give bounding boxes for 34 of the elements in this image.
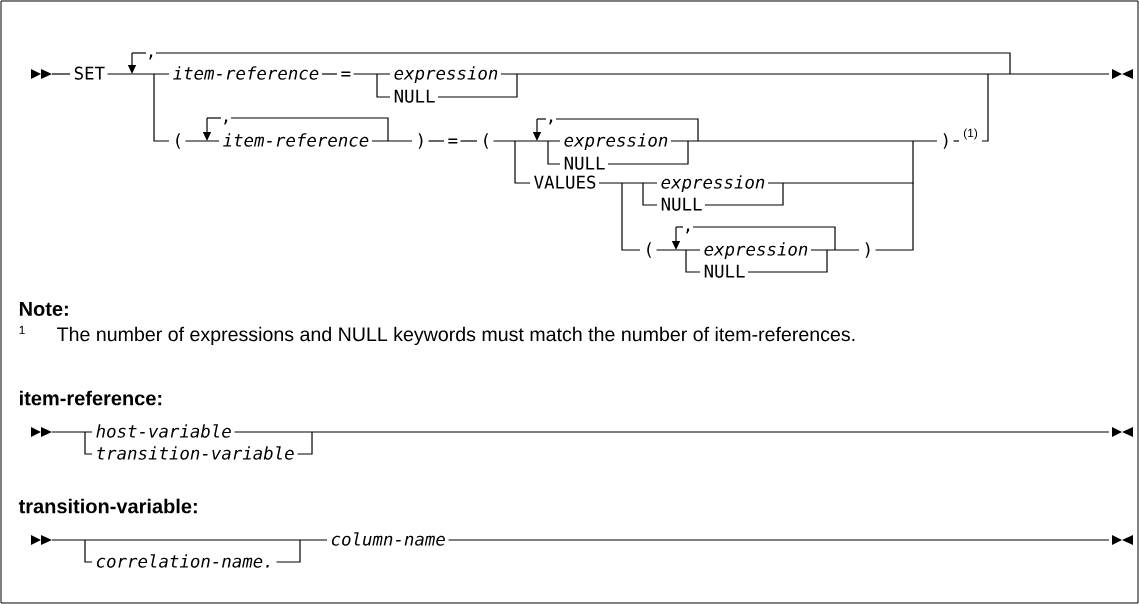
punctuation: =	[448, 138, 458, 144]
keyword: VALUES	[534, 175, 596, 189]
syntax-variable: expression	[394, 66, 498, 84]
keyword: NULL	[661, 197, 702, 211]
punctuation: (	[647, 242, 652, 258]
syntax-variable: expression	[564, 133, 668, 151]
punctuation: )	[943, 133, 948, 149]
footnote-reference: (1)	[963, 128, 978, 140]
footnote-number: 1	[19, 325, 25, 335]
punctuation: =	[341, 71, 351, 77]
punctuation: (	[484, 133, 489, 149]
repeat-separator: ,	[224, 119, 228, 125]
syntax-variable: host-variable	[96, 424, 231, 438]
keyword: NULL	[564, 156, 605, 170]
repeat-separator: ,	[149, 54, 153, 60]
punctuation: )	[418, 133, 423, 149]
syntax-variable: column-name	[331, 532, 445, 546]
section-heading: Note:	[19, 302, 68, 316]
syntax-variable: correlation-name.	[96, 554, 269, 568]
punctuation: )	[865, 242, 870, 258]
syntax-variable: expression	[704, 242, 808, 260]
repeat-separator: ,	[549, 119, 553, 125]
section-heading: item-reference:	[20, 390, 162, 406]
keyword: NULL	[704, 264, 745, 278]
punctuation: (	[176, 133, 181, 149]
repeat-separator: ,	[686, 228, 690, 234]
section-heading: transition-variable:	[18, 498, 197, 514]
keyword: NULL	[394, 89, 435, 103]
syntax-variable: item-reference	[173, 66, 319, 80]
syntax-variable: transition-variable	[97, 446, 294, 460]
syntax-variable: item-reference	[223, 133, 369, 147]
note-text: The number of expressions and NULL keywords must match the number of item-references.	[57, 326, 855, 346]
syntax-variable: expression	[661, 175, 765, 193]
keyword: SET	[74, 66, 105, 80]
